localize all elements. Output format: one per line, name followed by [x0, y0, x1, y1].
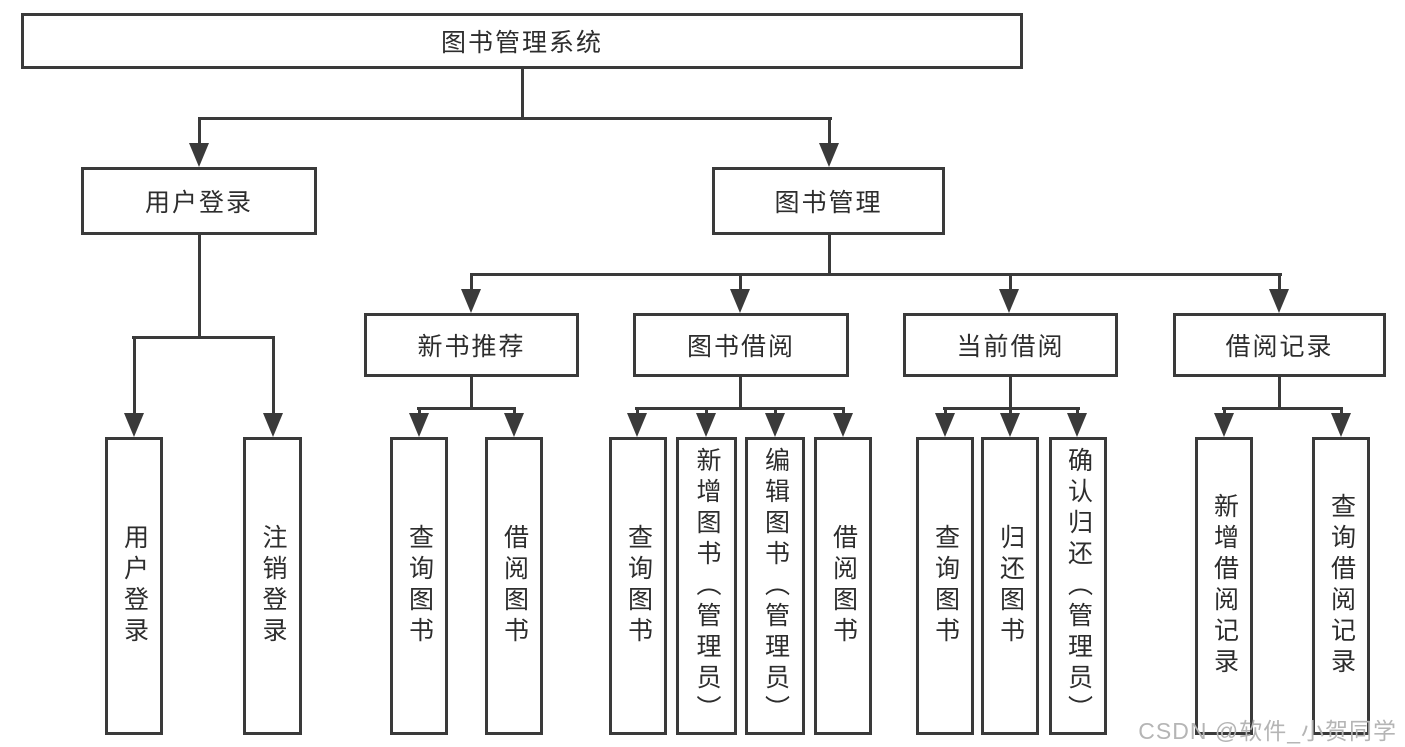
connector-drop-leaf: [705, 407, 708, 417]
leaf-borrow-books: 借阅图书: [485, 437, 543, 735]
node-label: 图书借阅: [686, 333, 795, 361]
node-current-borrow: 当前借阅: [903, 313, 1118, 377]
arrow-down-icon: [124, 413, 144, 437]
leaf-add-books-admin: 新增图书（管理员）: [676, 437, 737, 735]
leaf-label: 查询图书: [624, 524, 653, 648]
node-new-book-recommend: 新书推荐: [364, 313, 579, 377]
leaf-label: 用户登录: [120, 524, 149, 648]
connector-level1-rail: [198, 117, 832, 120]
leaf-label: 新增图书（管理员）: [693, 446, 721, 726]
connector-drop-leaf: [1009, 407, 1012, 417]
arrow-down-icon: [263, 413, 283, 437]
connector-drop-new-book: [470, 273, 473, 292]
leaf-label: 查询图书: [405, 524, 434, 648]
connector-borrow-records-trunk: [1278, 374, 1281, 410]
leaf-query-books: 查询图书: [390, 437, 448, 735]
arrow-down-icon: [935, 413, 955, 437]
connector-drop-leaf: [1076, 407, 1079, 417]
arrow-down-icon: [1331, 413, 1351, 437]
connector-drop-leaf: [636, 407, 639, 417]
arrow-down-icon: [1067, 413, 1087, 437]
connector-drop-leaf: [418, 407, 421, 417]
connector-current-borrow-trunk: [1009, 374, 1012, 410]
leaf-label: 借阅图书: [500, 524, 529, 648]
arrow-down-icon: [189, 143, 209, 167]
connector-drop-logout-leaf: [272, 336, 275, 417]
arrow-down-icon: [1214, 413, 1234, 437]
leaf-borrow-books-2: 借阅图书: [814, 437, 872, 735]
leaf-user-login: 用户登录: [105, 437, 163, 735]
leaf-label: 借阅图书: [829, 524, 858, 648]
connector-book-borrow-rail: [635, 407, 845, 410]
connector-drop-book-borrow: [739, 273, 742, 292]
leaf-label: 新增借阅记录: [1210, 493, 1239, 679]
leaf-query-borrow-record: 查询借阅记录: [1312, 437, 1370, 735]
leaf-label: 编辑图书（管理员）: [761, 446, 790, 726]
node-label: 当前借阅: [956, 333, 1065, 361]
leaf-query-books-3: 查询图书: [916, 437, 974, 735]
node-label: 图书管理系统: [440, 29, 603, 57]
arrow-down-icon: [696, 413, 716, 437]
leaf-label: 查询图书: [931, 524, 960, 648]
connector-book-management-trunk: [828, 233, 831, 276]
leaf-label: 注销登录: [259, 524, 287, 648]
arrow-down-icon: [765, 413, 785, 437]
node-library-management-system: 图书管理系统: [21, 13, 1023, 69]
node-label: 用户登录: [144, 189, 253, 217]
leaf-query-books-2: 查询图书: [609, 437, 667, 735]
connector-new-book-rail: [417, 407, 516, 410]
arrow-down-icon: [504, 413, 524, 437]
connector-root-trunk: [521, 66, 524, 119]
arrow-down-icon: [730, 289, 750, 313]
node-user-login: 用户登录: [81, 167, 317, 235]
connector-drop-leaf: [842, 407, 845, 417]
connector-drop-user-login: [198, 117, 201, 147]
connector-drop-login-leaf: [133, 336, 136, 417]
connector-borrow-records-rail: [1222, 407, 1343, 410]
connector-drop-leaf: [1340, 407, 1343, 417]
arrow-down-icon: [833, 413, 853, 437]
connector-drop-leaf: [513, 407, 516, 417]
connector-level2-rail: [470, 273, 1282, 276]
arrow-down-icon: [999, 289, 1019, 313]
connector-drop-current-borrow: [1009, 273, 1012, 292]
leaf-label: 查询借阅记录: [1327, 493, 1356, 679]
node-book-borrow: 图书借阅: [633, 313, 849, 377]
connector-drop-leaf: [1223, 407, 1226, 417]
arrow-down-icon: [819, 143, 839, 167]
leaf-logout: 注销登录: [243, 437, 302, 735]
connector-drop-leaf: [944, 407, 947, 417]
leaf-label: 确认归还（管理员）: [1064, 446, 1093, 726]
arrow-down-icon: [627, 413, 647, 437]
node-label: 新书推荐: [417, 333, 526, 361]
node-borrow-records: 借阅记录: [1173, 313, 1386, 377]
arrow-down-icon: [1269, 289, 1289, 313]
csdn-watermark: CSDN @软件_小贺同学: [1138, 718, 1397, 744]
arrow-down-icon: [1000, 413, 1020, 437]
node-label: 图书管理: [774, 189, 883, 217]
node-book-management: 图书管理: [712, 167, 945, 235]
connector-book-borrow-trunk: [739, 374, 742, 410]
connector-drop-leaf: [774, 407, 777, 417]
leaf-label: 归还图书: [996, 524, 1025, 648]
arrow-down-icon: [461, 289, 481, 313]
connector-drop-book-management: [828, 117, 831, 147]
connector-user-login-rail: [132, 336, 275, 339]
leaf-add-borrow-record: 新增借阅记录: [1195, 437, 1253, 735]
leaf-return-books: 归还图书: [981, 437, 1039, 735]
leaf-edit-books-admin: 编辑图书（管理员）: [745, 437, 805, 735]
connector-new-book-trunk: [470, 374, 473, 410]
connector-drop-borrow-records: [1278, 273, 1281, 292]
connector-user-login-trunk: [198, 233, 201, 338]
node-label: 借阅记录: [1225, 333, 1334, 361]
arrow-down-icon: [409, 413, 429, 437]
leaf-confirm-return-admin: 确认归还（管理员）: [1049, 437, 1107, 735]
